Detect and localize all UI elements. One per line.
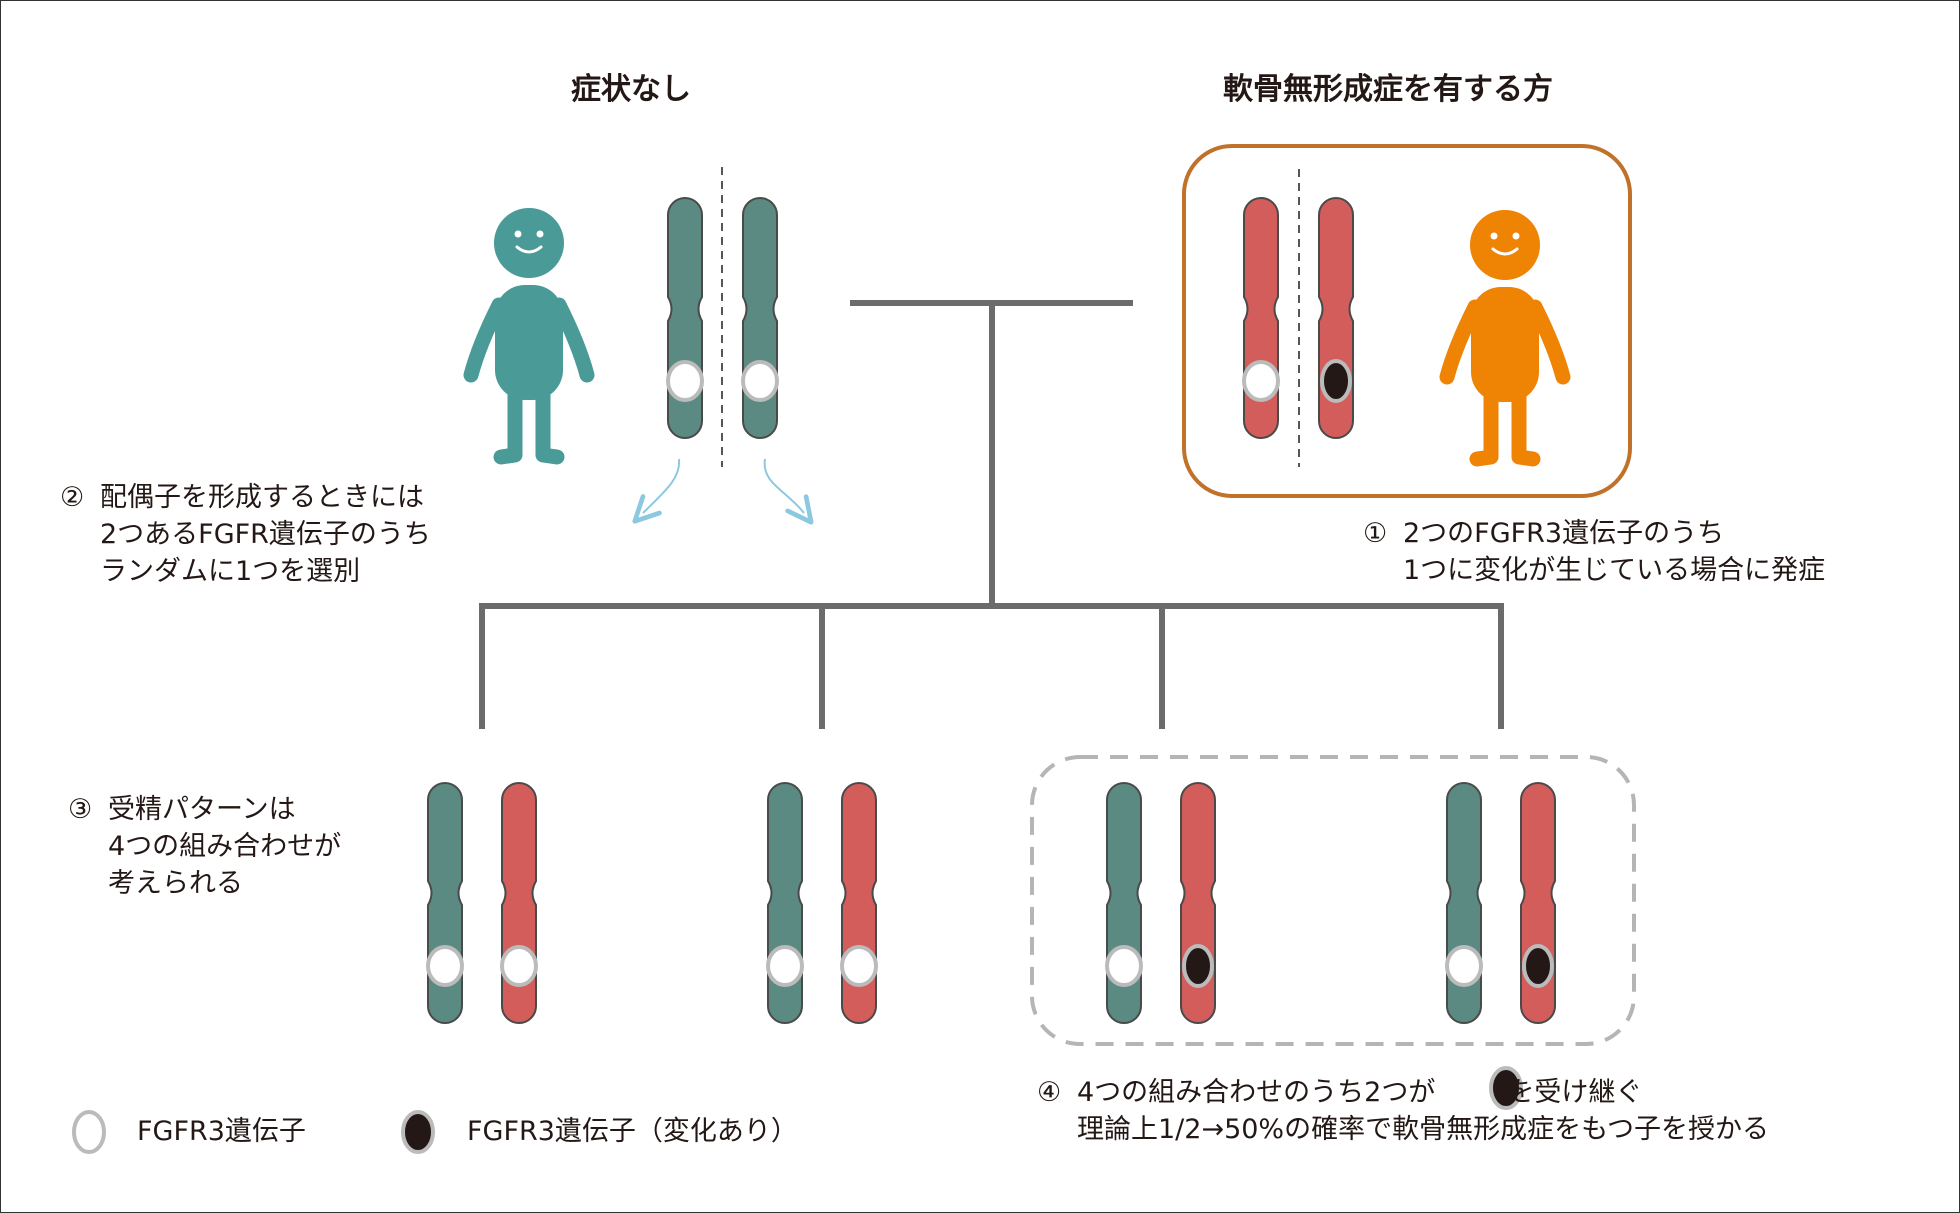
legend-normal-label: FGFR3遺伝子: [137, 1116, 306, 1147]
unaffected-parent-person-icon: [463, 208, 595, 465]
normal-gene-icon: [1105, 945, 1143, 987]
normal-gene-icon: [840, 945, 878, 987]
affected-parent-box: [1182, 144, 1632, 498]
chromosome-group: [426, 197, 1556, 1024]
arrow-icon: [763, 458, 814, 525]
note-line: ランダムに1つを選別: [100, 556, 361, 587]
note-onset-condition: ① 2つのFGFR3遺伝子のうち 1つに変化が生じている場合に発症: [1363, 515, 1825, 589]
note-line: 配偶子を形成するときには: [100, 482, 424, 513]
variant-gene-icon: [401, 1110, 435, 1154]
affected-children-box: [1030, 755, 1636, 1046]
affected-parent-person-icon: [1439, 210, 1571, 467]
note-marker: ①: [1363, 518, 1388, 549]
variant-gene-icon: [1522, 944, 1554, 988]
unaffected-heading: 症状なし: [571, 72, 691, 107]
normal-gene-icon: [666, 360, 704, 402]
variant-gene-icon: [1489, 1066, 1523, 1110]
normal-gene-icon: [1445, 945, 1483, 987]
variant-gene-icon: [1320, 359, 1352, 403]
note-line: 理論上1/2→50%の確率で軟骨無形成症をもつ子を授かる: [1077, 1114, 1770, 1145]
note-gamete-formation: ② 配偶子を形成するときには 2つあるFGFR遺伝子のうち ランダムに1つを選別: [60, 479, 431, 590]
legend-icons: [72, 1066, 1523, 1154]
arrow-icon: [632, 458, 681, 524]
normal-gene-icon: [741, 360, 779, 402]
note-line: 4つの組み合わせが: [108, 831, 342, 862]
note-marker: ④: [1037, 1077, 1062, 1108]
normal-gene-icon: [72, 1110, 106, 1154]
note-marker: ③: [68, 794, 93, 825]
normal-gene-icon: [426, 945, 464, 987]
note-line: 2つあるFGFR遺伝子のうち: [100, 519, 431, 550]
legend-variant-label: FGFR3遺伝子（変化あり）: [467, 1116, 798, 1147]
note-line: を受け継ぐ: [1507, 1077, 1643, 1108]
note-line: 2つのFGFR3遺伝子のうち: [1403, 518, 1725, 549]
note-probability: ④ 4つの組み合わせのうち2つが を受け継ぐ 理論上1/2→50%の確率で軟骨無形成…: [1037, 1074, 1769, 1148]
variant-gene-icon: [1182, 944, 1214, 988]
family-tree-lines: [479, 300, 1504, 729]
note-line: 4つの組み合わせのうち2つが: [1077, 1077, 1436, 1108]
note-line: 考えられる: [108, 868, 243, 899]
normal-gene-icon: [766, 945, 804, 987]
note-line: 受精パターンは: [108, 794, 296, 825]
affected-heading: 軟骨無形成症を有する方: [1223, 72, 1553, 107]
note-marker: ②: [60, 482, 85, 513]
normal-gene-icon: [500, 945, 538, 987]
normal-gene-icon: [1242, 360, 1280, 402]
note-line: 1つに変化が生じている場合に発症: [1403, 555, 1826, 586]
note-fertilization-patterns: ③ 受精パターンは 4つの組み合わせが 考えられる: [68, 791, 341, 902]
